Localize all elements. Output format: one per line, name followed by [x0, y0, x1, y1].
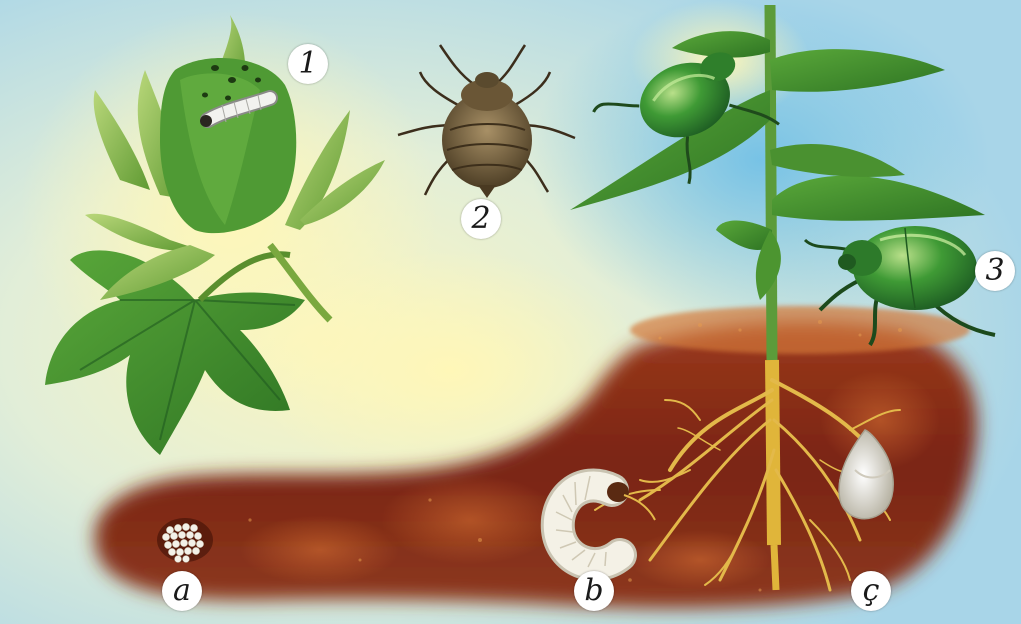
label-2: 2 [461, 199, 501, 239]
label-c: ç [851, 571, 891, 611]
label-a: a [162, 571, 202, 611]
label-3: 3 [975, 251, 1015, 291]
label-b: b [574, 571, 614, 611]
label-1: 1 [288, 44, 328, 84]
